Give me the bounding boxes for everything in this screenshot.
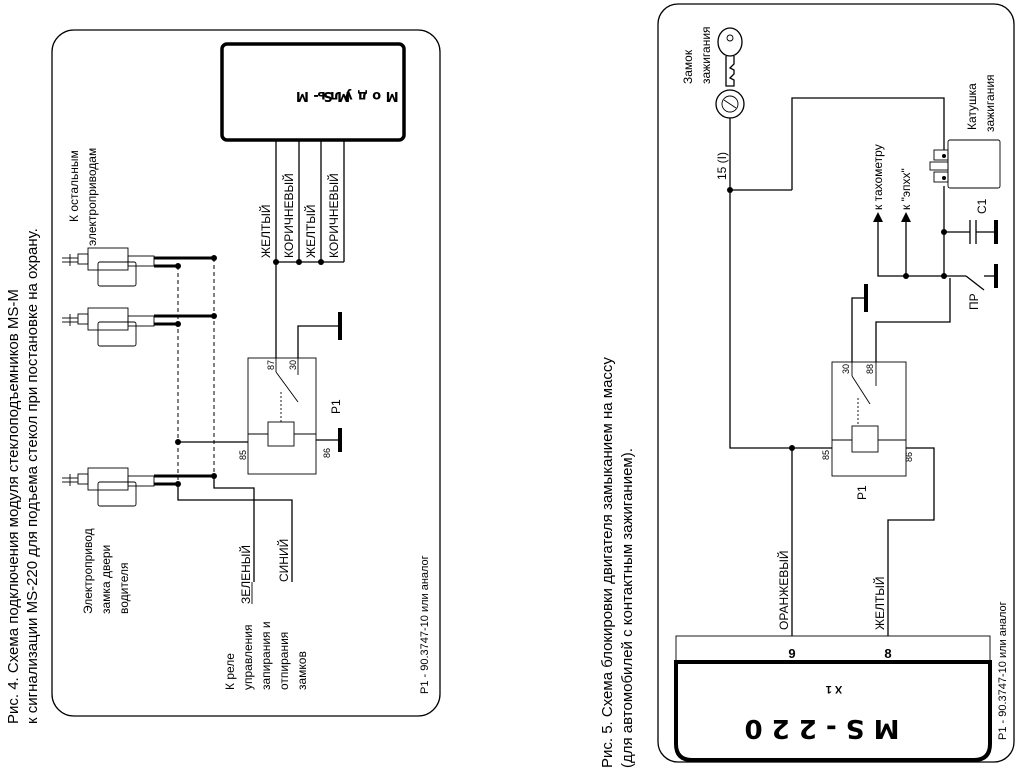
breaker-contact [965,275,985,291]
driver-actuator-line2: замка двери [99,545,113,614]
yellow-wire-label: ЖЕЛТЫЙ [872,576,887,630]
module-ms-220-box [674,660,992,762]
connector-x1-label: X 1 [826,683,843,695]
wire-15-line [729,190,792,449]
actuator-middle [62,307,155,347]
module-ms-220-name: M S - 2 2 0 [745,713,900,743]
fig5-relay-coil [851,425,879,453]
ignition-switch-icon [715,89,745,119]
wire-to-coil [791,97,945,190]
driver-actuator-line3: водителя [117,563,131,615]
breaker-label: ПР [967,293,981,310]
fig5-relay-p1 [831,361,907,477]
ignition-label-line2: зажигания [699,26,713,84]
ignition-key-icon [717,27,743,87]
epkhh-arrow [901,212,911,222]
fig4-pin-86: 86 [322,448,332,458]
fig4-relay-note: P1 - 90.3747-10 или аналог [419,555,431,694]
fig5-relay-label: P1 [855,485,869,500]
fig5-frame [657,3,1015,763]
wire-yellow [887,447,935,636]
relay-control-line5: замков [295,651,309,690]
relay-control-line4: отпирания [277,632,291,690]
fig5-pin-85: 85 [821,450,831,460]
fig5-pin-88: 88 [865,364,875,374]
ignition-label-line1: Замок [681,49,695,84]
to-tacho-label: к тахометру [871,144,885,210]
fig5-caption-line1: Рис. 5. Схема блокировки двигателя замык… [599,357,616,768]
to-epkhh-label: к "эпхх" [899,168,913,210]
pin-8: 8 [884,646,891,661]
fig4-caption-line1: Рис. 4. Схема подключения модуля стеклоп… [5,289,22,724]
fig5-pin-86: 86 [904,452,914,462]
fig4-relay-coil [267,421,295,447]
fig4-relay-p1 [247,357,317,475]
ignition-coil-icon [929,139,1001,189]
tacho-arrow [873,212,883,222]
wire-label-2: КОРИЧНЕВЫЙ [281,173,296,258]
fig4-frame [51,29,441,717]
capacitor-label: C1 [975,198,989,214]
fig5-relay-note: P1 - 90.3747-10 или аналог [997,601,1009,740]
terminal-15-label: 15 (I) [715,152,729,180]
relay-control-line1: К реле [223,653,237,690]
connector-x1 [675,635,991,663]
fig5-relay-contact [851,375,871,405]
relay-control-line3: запирания и [259,621,273,690]
fig4-relay-label: P1 [329,399,343,414]
other-actuators-line2: электроприводам [85,148,99,246]
driver-actuator-line1: Электропривод [81,528,95,614]
figure-4: Рис. 4. Схема подключения модуля стеклоп… [5,29,441,724]
wire-label-4: КОРИЧНЕВЫЙ [326,173,341,258]
fig4-pin-30: 30 [288,360,298,370]
figure-5: Рис. 5. Схема блокировки двигателя замык… [599,3,1015,768]
pin-9: 9 [788,646,795,661]
fig4-caption-line2: к сигнализации MS-220 для подъема стекол… [24,228,41,724]
fig4-pin-85: 85 [238,450,248,460]
actuator-driver [62,467,155,507]
wire-label-1: ЖЕЛТЫЙ [258,204,273,258]
actuator-top [62,247,155,287]
fig5-pin-30: 30 [841,364,851,374]
module-ms-m-box [220,42,406,142]
module-ms-m-line2: M S - M [296,88,350,103]
other-actuators-line1: К остальным [67,150,81,222]
fig4-pin-87: 87 [266,360,276,370]
coil-label-line1: Катушка [965,83,979,130]
module-ms-m-line1: М о д у л ь [317,88,398,103]
orange-wire-label: ОРАНЖЕВЫЙ [776,550,791,630]
blue-wire-label: СИНИЙ [276,539,291,582]
coil-label-line2: зажигания [983,74,997,132]
wire-label-3: ЖЕЛТЫЙ [303,204,318,258]
fig5-caption-line2: (для автомобилей с контактным зажиганием… [619,448,636,768]
fig4-relay-contact [275,371,299,403]
green-wire-label: ЗЕЛЕНЫЙ [238,545,253,604]
relay-control-line2: управления [241,625,255,690]
wire-88-to-breaker [875,278,951,362]
